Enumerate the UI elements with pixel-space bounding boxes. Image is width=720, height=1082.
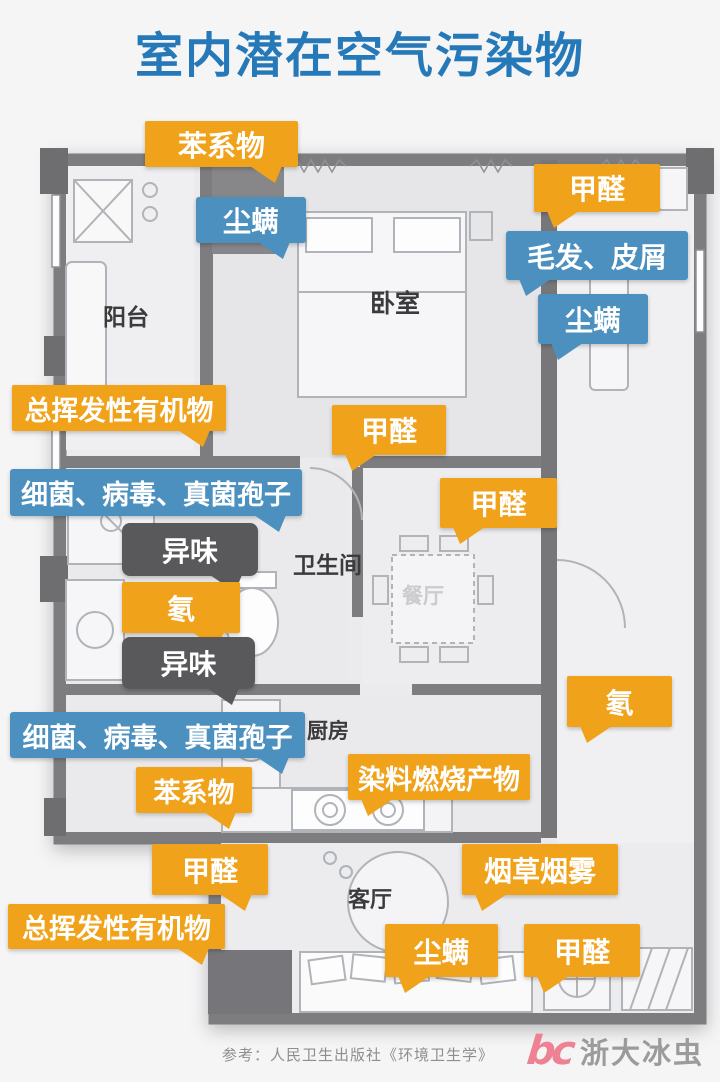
hallway-door-arc — [556, 559, 626, 629]
callout-label: 尘螨 — [564, 305, 621, 336]
callout-hair-dander: 毛发、皮屑 — [506, 231, 688, 296]
small-stool — [323, 851, 337, 865]
callout-label: 烟草烟雾 — [483, 855, 596, 887]
room-label-bedroom: 卧室 — [370, 290, 421, 318]
callout-label: 细菌、病毒、真菌孢子 — [21, 480, 291, 510]
callout-odor-1: 异味 — [122, 523, 258, 592]
callout-dust-mite-bottom: 尘螨 — [385, 924, 498, 993]
brand-logo: bc 浙大冰虫 — [524, 1028, 704, 1074]
washing-machine — [73, 179, 133, 243]
callout-label: 甲醛 — [360, 416, 417, 447]
callout-bacteria-virus-2: 细菌、病毒、真菌孢子 — [10, 712, 305, 774]
bed — [271, 211, 493, 398]
callout-radon-left: 氡 — [122, 582, 240, 649]
logo-bc-icon: bc — [524, 1028, 574, 1074]
callout-dust-mite-right: 尘螨 — [538, 294, 648, 360]
callout-bacteria-virus-1: 细菌、病毒、真菌孢子 — [10, 469, 302, 532]
callout-label: 甲醛 — [568, 174, 625, 205]
callout-label: 氡 — [605, 687, 634, 719]
callout-radon-right: 氡 — [567, 676, 672, 743]
callout-label: 染料燃烧产物 — [358, 764, 520, 795]
windows — [51, 158, 705, 493]
small-stool — [339, 865, 353, 879]
callout-label: 苯系物 — [153, 777, 235, 808]
reference-text: 参考：人民卫生出版社《环境卫生学》 — [222, 1047, 495, 1064]
callout-tvoc-bottom: 总挥发性有机物 — [8, 904, 225, 965]
callout-label: 细菌、病毒、真菌孢子 — [22, 722, 293, 753]
callout-benzene-top: 苯系物 — [145, 121, 298, 183]
bathroom-door-arc — [309, 467, 363, 521]
callout-dust-mite-top: 尘螨 — [196, 197, 306, 259]
bath-sink — [65, 579, 125, 681]
balcony-fixture — [142, 182, 158, 198]
logo-brand-name: 浙大冰虫 — [579, 1038, 704, 1070]
callout-label: 氡 — [166, 593, 195, 625]
callout-label: 苯系物 — [177, 131, 265, 163]
callout-label: 甲醛 — [470, 489, 527, 520]
callout-label: 总挥发性有机物 — [24, 395, 214, 426]
balcony-cabinet — [65, 261, 107, 393]
callout-label: 异味 — [161, 535, 218, 567]
callout-benzene-bottom: 苯系物 — [136, 767, 252, 829]
callout-label: 甲醛 — [553, 936, 610, 968]
callout-label: 尘螨 — [413, 936, 470, 968]
callout-formaldehyde-middle: 甲醛 — [332, 405, 446, 471]
dining-table — [372, 535, 494, 663]
callout-tobacco-smoke: 烟草烟雾 — [462, 844, 618, 911]
callout-tvoc-left: 总挥发性有机物 — [12, 385, 226, 447]
callout-label: 甲醛 — [181, 855, 238, 887]
room-label-kitchen: 厨房 — [307, 720, 349, 743]
callout-label: 毛发、皮屑 — [526, 241, 667, 273]
page-title: 室内潜在空气污染物 — [134, 30, 585, 83]
callout-odor-2: 异味 — [122, 637, 255, 705]
callout-formaldehyde-topright: 甲醛 — [534, 164, 660, 228]
room-label-dining: 餐厅 — [402, 585, 444, 608]
callout-label: 异味 — [160, 649, 217, 680]
callout-label: 总挥发性有机物 — [22, 914, 211, 944]
room-label-balcony: 阳台 — [103, 304, 149, 330]
room-label-living: 客厅 — [348, 887, 393, 912]
callout-formaldehyde-br: 甲醛 — [524, 924, 640, 993]
balcony-fixture — [142, 206, 158, 222]
room-label-bathroom: 卫生间 — [293, 552, 362, 578]
callout-label: 尘螨 — [222, 206, 279, 237]
callout-fuel-combustion: 染料燃烧产物 — [348, 754, 530, 816]
callout-formaldehyde-living: 甲醛 — [152, 844, 268, 911]
callout-formaldehyde-right: 甲醛 — [440, 478, 557, 544]
